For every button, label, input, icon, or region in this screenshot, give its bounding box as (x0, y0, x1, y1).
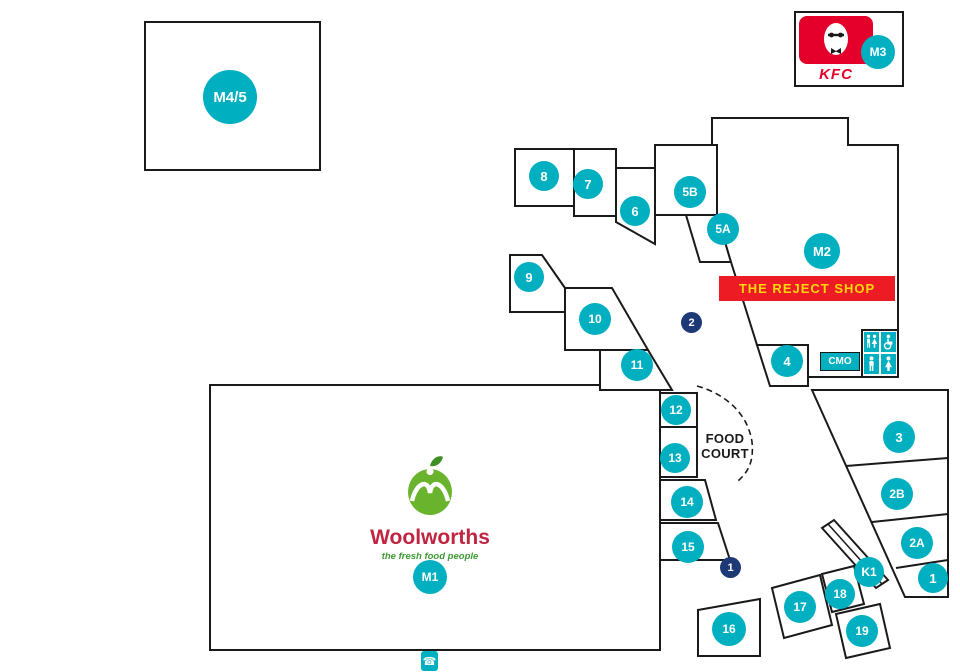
female-toilet-icon (881, 354, 896, 374)
accessible-toilet-icon (881, 332, 896, 352)
unit-label-3[interactable]: 3 (883, 421, 915, 453)
unit-label-16[interactable]: 16 (712, 612, 746, 646)
male-female-toilet-icon (864, 332, 879, 352)
unit-label-1[interactable]: 1 (918, 563, 948, 593)
unit-label-k1[interactable]: K1 (854, 557, 884, 587)
unit-label-12[interactable]: 12 (661, 395, 691, 425)
unit-label-m3[interactable]: M3 (861, 35, 895, 69)
unit-label-19[interactable]: 19 (846, 615, 878, 647)
unit-label-5a[interactable]: 5A (707, 213, 739, 245)
unit-label-15[interactable]: 15 (672, 531, 704, 563)
food-court-boundary (696, 385, 754, 482)
male-toilet-icon (864, 354, 879, 374)
wall-shop2b-shop2a (871, 513, 949, 523)
unit-label-9[interactable]: 9 (514, 262, 544, 292)
unit-label-8[interactable]: 8 (529, 161, 559, 191)
woolworths-wordmark: Woolworths (370, 526, 490, 549)
unit-label-m2[interactable]: M2 (804, 233, 840, 269)
region-woolworths (209, 384, 661, 651)
amenities-toilets (864, 332, 896, 375)
unit-label-5b[interactable]: 5B (674, 176, 706, 208)
food-court-label: FOOD COURT (696, 431, 754, 461)
entrance-marker-2: 2 (681, 312, 702, 333)
woolworths-tagline: the fresh food people (381, 551, 479, 562)
unit-label-14[interactable]: 14 (671, 486, 703, 518)
entrance-marker-1: 1 (720, 557, 741, 578)
unit-label-2a[interactable]: 2A (901, 527, 933, 559)
unit-label-2b[interactable]: 2B (881, 478, 913, 510)
unit-label-m45[interactable]: M4/5 (203, 70, 257, 124)
unit-label-17[interactable]: 17 (784, 591, 816, 623)
food-court-line1: FOOD (705, 431, 745, 446)
kfc-logo (799, 16, 873, 64)
unit-label-10[interactable]: 10 (579, 303, 611, 335)
food-court-line2: COURT (701, 446, 749, 461)
cmo-tag: CMO (820, 352, 860, 371)
wall-shop2a-shop1 (895, 559, 949, 569)
unit-label-4[interactable]: 4 (771, 345, 803, 377)
wall-shop3-shop2b (845, 457, 949, 467)
unit-label-18[interactable]: 18 (825, 579, 855, 609)
reject-shop-sign: THE REJECT SHOP (719, 276, 895, 301)
unit-label-11[interactable]: 11 (621, 349, 653, 381)
woolworths-logo (408, 456, 452, 515)
telephone-icon: ☎ (421, 651, 438, 671)
unit-label-7[interactable]: 7 (573, 169, 603, 199)
unit-label-13[interactable]: 13 (660, 443, 690, 473)
colonel-face-icon (824, 23, 848, 55)
unit-label-m1[interactable]: M1 (413, 560, 447, 594)
kfc-wordmark: KFC (819, 65, 853, 83)
unit-label-6[interactable]: 6 (620, 196, 650, 226)
